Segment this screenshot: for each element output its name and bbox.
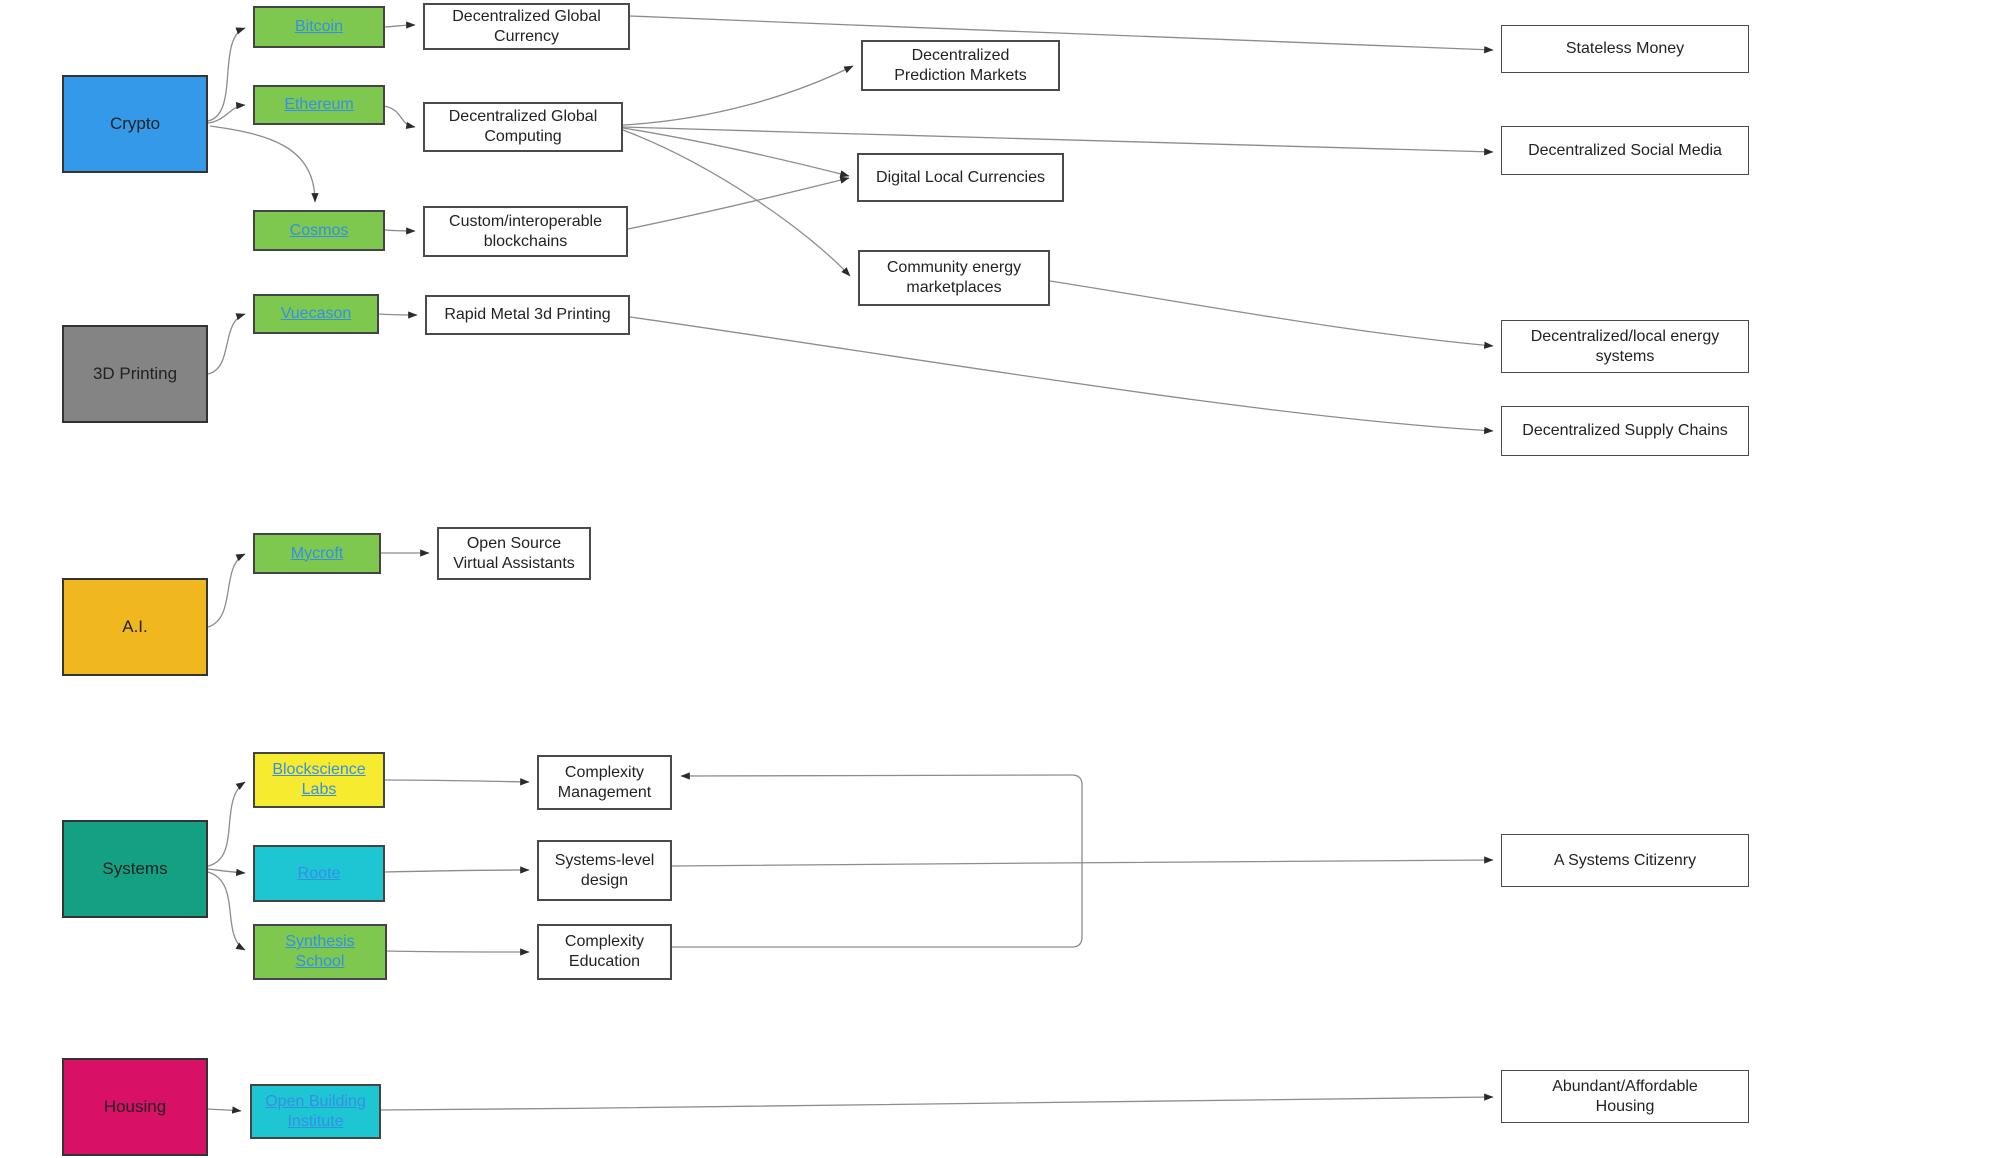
- node-3d-printing-label: 3D Printing: [92, 364, 178, 384]
- node-digital-local-currencies: Digital Local Currencies: [857, 153, 1064, 202]
- edge-bitcoin-currency: [384, 21, 416, 29]
- label: Systems-level design: [554, 851, 655, 889]
- ethereum-link[interactable]: Ethereum: [284, 96, 354, 113]
- edge-obi-aahousing: [380, 1093, 1494, 1111]
- node-decentralized-supply-chains: Decentralized Supply Chains: [1501, 406, 1749, 456]
- node-a-systems-citizenry: A Systems Citizenry: [1501, 834, 1749, 887]
- edge-computing-prediction: [622, 65, 854, 126]
- bitcoin-link[interactable]: Bitcoin: [294, 18, 344, 35]
- label: Complexity Education: [564, 933, 645, 970]
- node-decentralized-local-energy-systems: Decentralized/local energy systems: [1501, 320, 1749, 373]
- node-cosmos: Cosmos: [253, 210, 385, 251]
- edge-housing-obi: [207, 1106, 242, 1114]
- label: Decentralized/local energy systems: [1530, 327, 1720, 365]
- edge-cosmos-custom: [384, 227, 416, 235]
- node-decentralized-global-currency: Decentralized Global Currency: [423, 3, 630, 50]
- node-abundant-affordable-housing: Abundant/Affordable Housing: [1501, 1070, 1749, 1123]
- edge-currency-stateless: [629, 15, 1494, 54]
- edge-community-energy: [1049, 280, 1494, 349]
- node-systems: Systems: [62, 820, 208, 918]
- label: Decentralized Supply Chains: [1522, 422, 1728, 439]
- node-vuecason: Vuecason: [253, 294, 379, 334]
- edge-bslabs-cxmgmt: [384, 778, 530, 786]
- edge-systems-synthesis: [207, 871, 246, 951]
- label: Complexity Management: [557, 763, 652, 801]
- label: Stateless Money: [1565, 40, 1685, 57]
- label: A Systems Citizenry: [1553, 851, 1697, 869]
- node-community-energy-marketplaces: Community energy marketplaces: [858, 250, 1050, 306]
- node-rapid-metal-3d-printing: Rapid Metal 3d Printing: [425, 295, 630, 335]
- roote-link[interactable]: Roote: [297, 864, 341, 882]
- node-decentralized-social-media: Decentralized Social Media: [1501, 126, 1749, 175]
- edge-computing-community: [622, 129, 851, 277]
- edge-crypto-bitcoin: [207, 27, 246, 122]
- node-complexity-management: Complexity Management: [537, 755, 672, 810]
- node-stateless-money: Stateless Money: [1501, 25, 1749, 73]
- label: Decentralized Global Computing: [448, 108, 598, 145]
- node-ethereum: Ethereum: [253, 85, 385, 125]
- label: Community energy marketplaces: [886, 259, 1022, 296]
- node-crypto: Crypto: [62, 75, 208, 173]
- node-housing-label: Housing: [103, 1097, 167, 1117]
- label: Decentralized Prediction Markets: [894, 46, 1027, 84]
- edge-ai-mycroft: [207, 553, 246, 628]
- mycroft-link[interactable]: Mycroft: [290, 544, 344, 562]
- node-blockscience-labs: Blockscience Labs: [253, 752, 385, 808]
- synthesis-school-link[interactable]: Synthesis School: [285, 933, 355, 970]
- node-housing: Housing: [62, 1058, 208, 1156]
- node-custom-interoperable-blockchains: Custom/interoperable blockchains: [423, 206, 628, 257]
- label: Open Source Virtual Assistants: [453, 534, 575, 572]
- edge-roote-sldesign: [384, 866, 530, 874]
- edge-crypto-ethereum: [207, 101, 246, 124]
- edge-3dprinting-vuecason: [207, 313, 246, 375]
- node-roote: Roote: [253, 845, 385, 902]
- node-synthesis-school: Synthesis School: [253, 924, 387, 980]
- node-bitcoin: Bitcoin: [253, 6, 385, 48]
- edge-computing-digital: [622, 127, 850, 178]
- edge-vuecason-rapid: [378, 311, 418, 319]
- edge-cxedu-cxmgmt: [672, 772, 1083, 948]
- edge-sldesign-citizenry: [671, 856, 1494, 867]
- node-decentralized-prediction-markets: Decentralized Prediction Markets: [861, 40, 1060, 91]
- node-systems-label: Systems: [102, 859, 168, 879]
- edge-rapid-supply: [629, 316, 1494, 435]
- label: Decentralized Social Media: [1528, 141, 1722, 159]
- node-3d-printing: 3D Printing: [62, 325, 208, 423]
- vuecason-link[interactable]: Vuecason: [280, 305, 352, 322]
- edge-computing-socialmedia: [622, 126, 1494, 156]
- node-open-building-institute: Open Building Institute: [250, 1084, 381, 1139]
- edge-custom-digital: [627, 176, 850, 230]
- node-complexity-education: Complexity Education: [537, 924, 672, 980]
- node-decentralized-global-computing: Decentralized Global Computing: [423, 102, 623, 152]
- node-systems-level-design: Systems-level design: [537, 840, 672, 901]
- cosmos-link[interactable]: Cosmos: [289, 221, 349, 239]
- node-mycroft: Mycroft: [253, 533, 381, 574]
- edge-crypto-cosmos: [209, 125, 319, 203]
- blockscience-labs-link[interactable]: Blockscience Labs: [272, 761, 366, 798]
- label: Decentralized Global Currency: [452, 7, 601, 45]
- node-ai: A.I.: [62, 578, 208, 676]
- node-open-source-virtual-assistants: Open Source Virtual Assistants: [437, 527, 591, 580]
- edge-systems-roote: [207, 868, 246, 877]
- edge-systems-bslabs: [207, 781, 246, 867]
- edge-synthesis-cxedu: [386, 948, 530, 956]
- node-ai-label: A.I.: [122, 617, 148, 637]
- label: Digital Local Currencies: [876, 168, 1045, 186]
- edge-ethereum-computing: [383, 105, 416, 130]
- node-crypto-label: Crypto: [109, 114, 161, 134]
- label: Abundant/Affordable Housing: [1552, 1077, 1698, 1115]
- label: Rapid Metal 3d Printing: [444, 306, 611, 323]
- open-building-institute-link[interactable]: Open Building Institute: [265, 1092, 366, 1130]
- label: Custom/interoperable blockchains: [449, 212, 602, 250]
